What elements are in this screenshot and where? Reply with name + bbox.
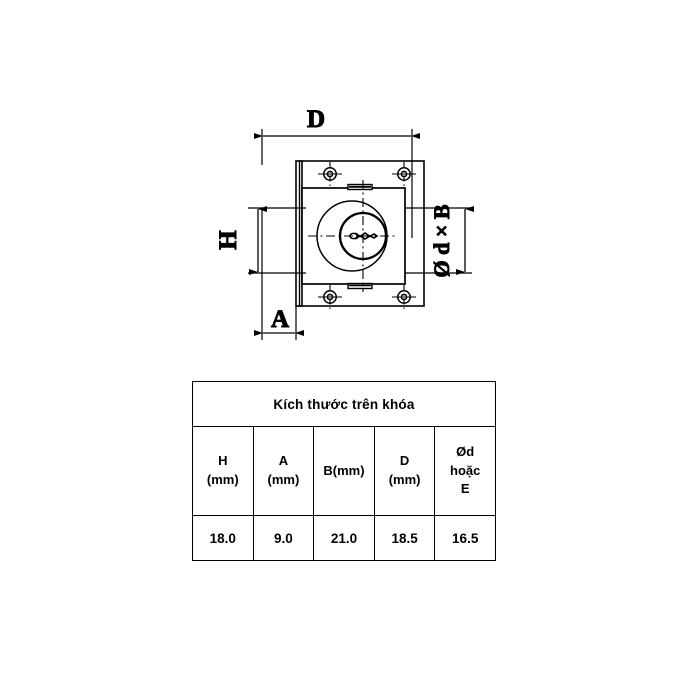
table-title-row: Kích thước trên khóa bbox=[192, 381, 496, 427]
latch-tab-bottom bbox=[347, 282, 373, 290]
column-header-e-line1: Ød bbox=[456, 443, 475, 459]
column-header-d-line2: (mm) bbox=[388, 472, 421, 487]
column-header-h-line2: (mm) bbox=[206, 472, 239, 487]
dimension-D bbox=[254, 129, 420, 238]
dimension-OdxB bbox=[405, 206, 474, 275]
lock-drawing-svg: D H A bbox=[215, 106, 474, 340]
value-d: 18.5 bbox=[373, 515, 436, 561]
column-header-d: D (mm) bbox=[373, 426, 436, 516]
dimension-label-H: H bbox=[215, 230, 242, 250]
value-a: 9.0 bbox=[252, 515, 315, 561]
column-header-d-line1: D bbox=[399, 453, 410, 469]
column-header-a-line2: (mm) bbox=[267, 472, 300, 487]
column-header-a: A (mm) bbox=[252, 426, 315, 516]
screw-hole-top-right bbox=[392, 162, 416, 186]
dimension-A bbox=[254, 273, 304, 340]
lock-dimensions-table: Kích thước trên khóa H (mm) A (mm) B(mm) bbox=[192, 381, 496, 561]
column-header-e-line3: E bbox=[460, 481, 470, 497]
screw-hole-top-left bbox=[318, 162, 342, 186]
column-header-a-line1: A bbox=[278, 453, 289, 469]
technical-drawing: D H A bbox=[215, 106, 474, 340]
table-header-row: H (mm) A (mm) B(mm) D (mm) Ø bbox=[192, 426, 496, 516]
column-header-b: B(mm) bbox=[313, 426, 375, 516]
centre-lines bbox=[308, 180, 396, 292]
left-flange bbox=[295, 160, 303, 307]
screw-hole-bottom-right bbox=[392, 285, 416, 309]
drawing-geometry: D H A bbox=[215, 106, 474, 340]
value-e: 16.5 bbox=[434, 515, 496, 561]
dimension-label-A: A bbox=[271, 306, 289, 333]
column-header-h: H (mm) bbox=[192, 426, 254, 516]
latch-tab-top bbox=[347, 183, 373, 191]
column-header-b-line1: B(mm) bbox=[323, 462, 365, 478]
value-b: 21.0 bbox=[313, 515, 375, 561]
dimension-label-OdxB: Ø d × B bbox=[429, 204, 454, 277]
table-title: Kích thước trên khóa bbox=[192, 381, 496, 427]
table-value-row: 18.0 9.0 21.0 18.5 16.5 bbox=[192, 515, 496, 561]
column-header-h-line1: H bbox=[218, 453, 228, 469]
value-h: 18.0 bbox=[192, 515, 254, 561]
column-header-e: Ød hoặc E bbox=[434, 426, 496, 516]
column-header-e-line2: hoặc bbox=[450, 462, 481, 478]
screw-hole-bottom-left bbox=[318, 285, 342, 309]
spec-table-wrapper: Kích thước trên khóa H (mm) A (mm) B(mm) bbox=[192, 381, 496, 573]
dimension-label-D: D bbox=[307, 106, 325, 133]
dimension-H bbox=[248, 206, 306, 275]
